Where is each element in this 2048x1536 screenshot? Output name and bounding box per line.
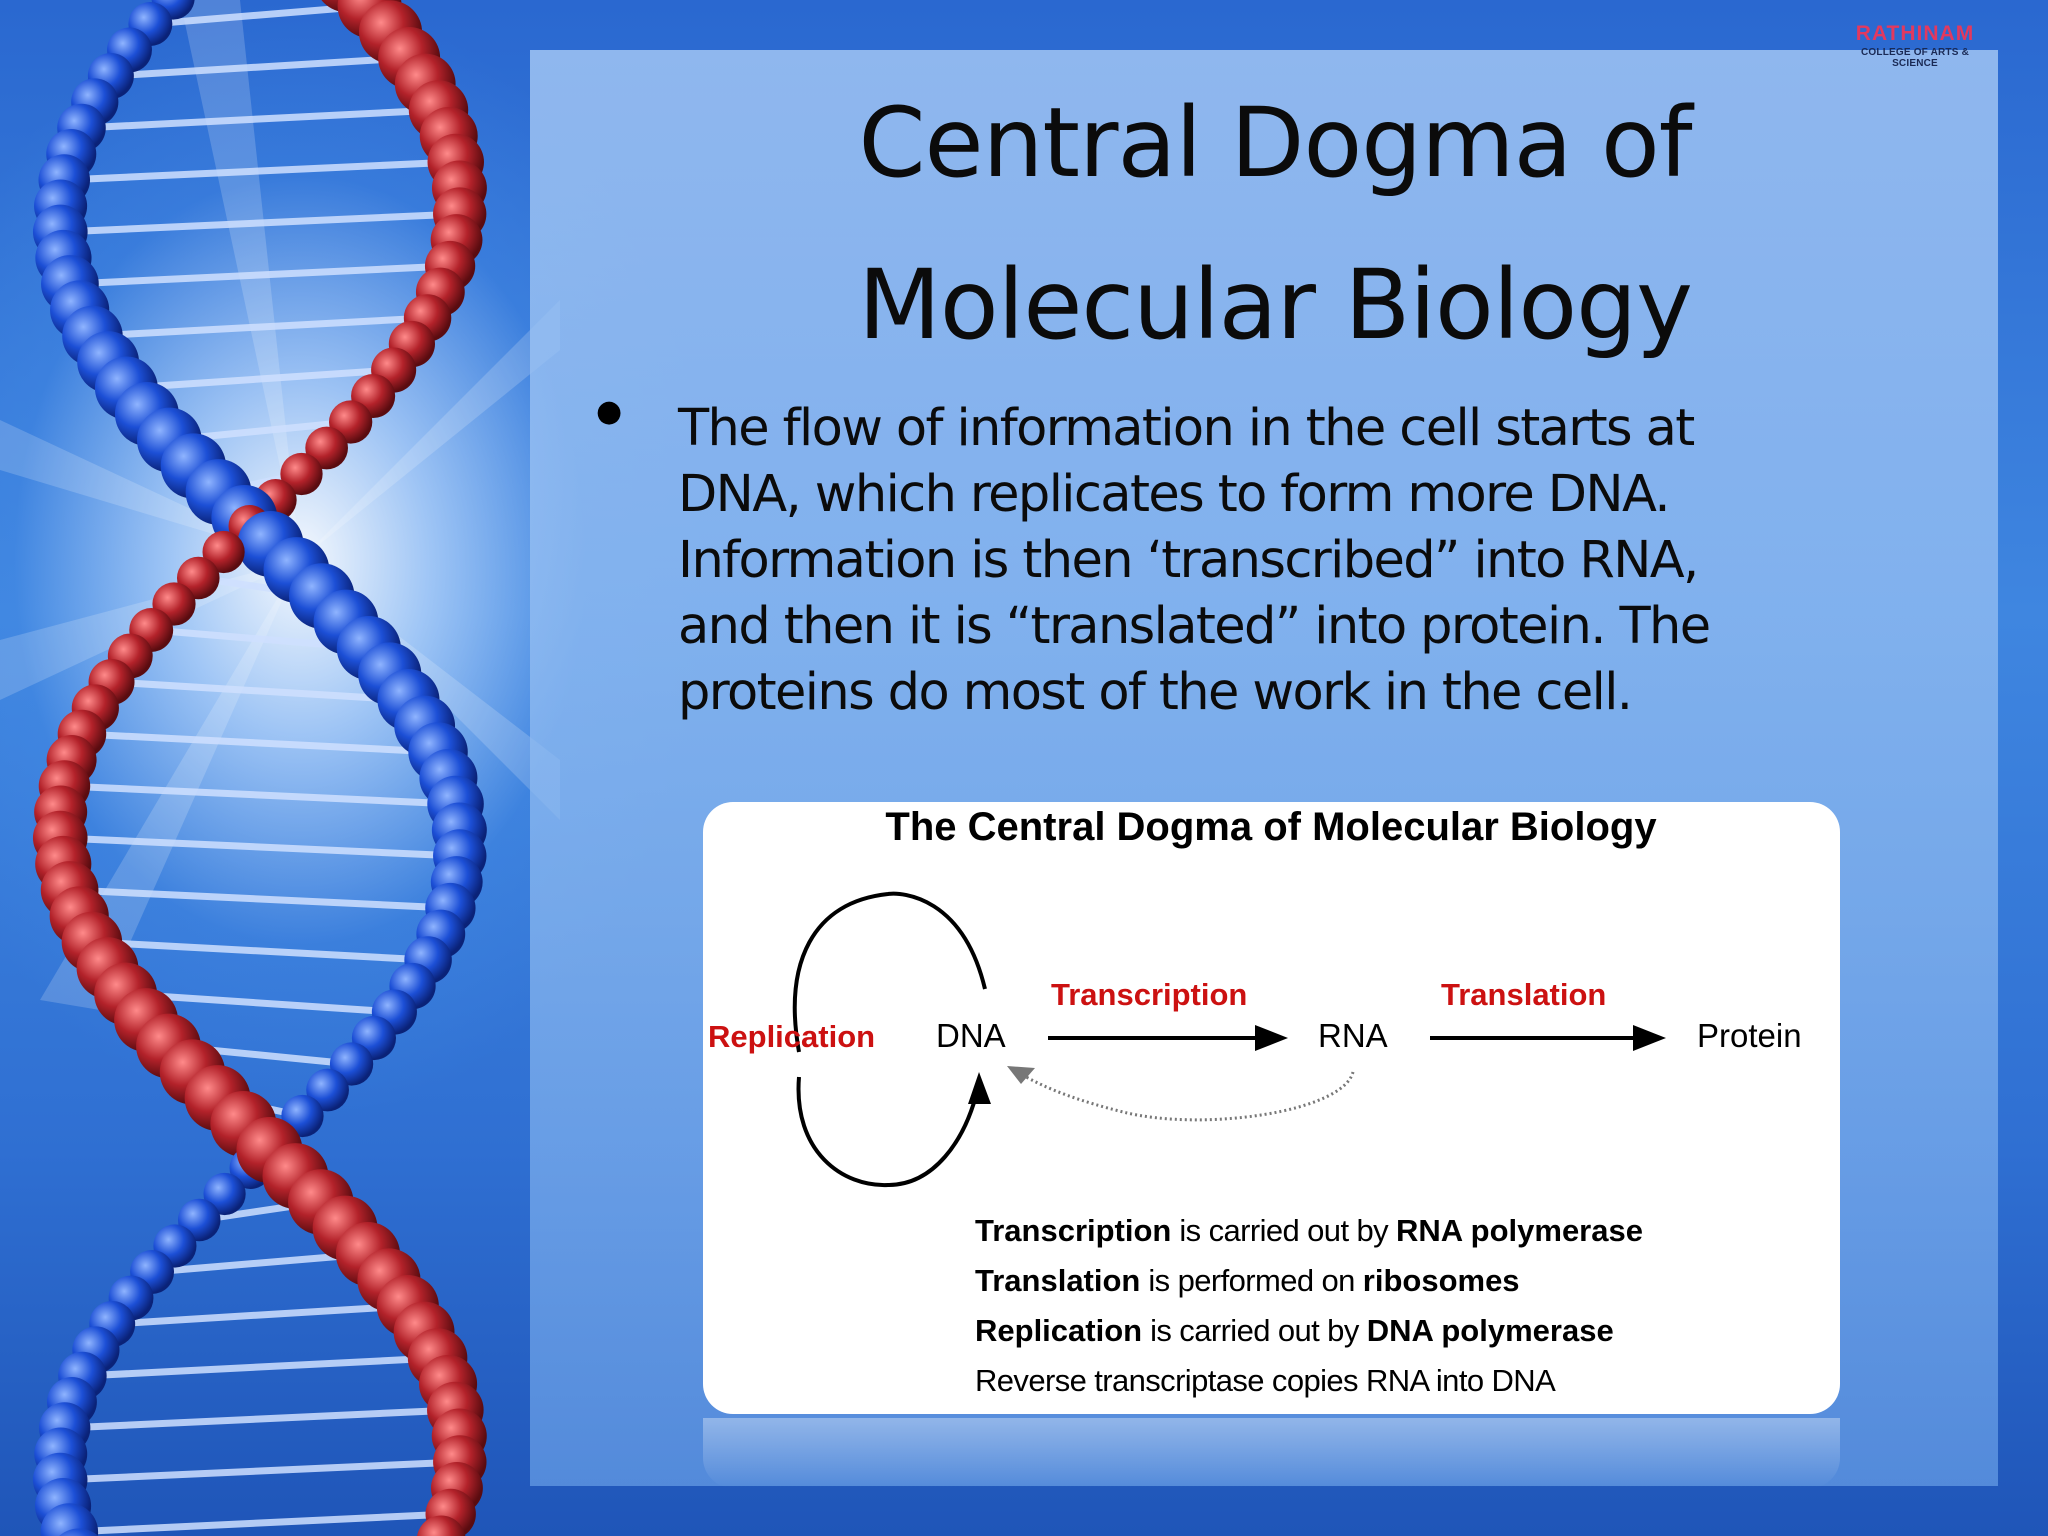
slide-title: Central Dogma of Molecular Biology bbox=[700, 62, 1850, 386]
dna-helix-image bbox=[32, 0, 487, 1536]
transcription-arrowhead-icon bbox=[1255, 1025, 1288, 1051]
helix-bead bbox=[203, 1172, 246, 1216]
helix-rung bbox=[91, 938, 429, 964]
transcription-label: Transcription bbox=[1051, 977, 1247, 1012]
helix-rung bbox=[64, 782, 456, 808]
helix-rung bbox=[60, 210, 460, 236]
title-line: Molecular Biology bbox=[858, 249, 1693, 361]
helix-rung bbox=[125, 990, 395, 1016]
helix-rung bbox=[126, 366, 394, 392]
helix-bead bbox=[59, 1528, 99, 1536]
helix-rung bbox=[110, 54, 410, 80]
bullet-text: The flow of information in the cell star… bbox=[678, 396, 1978, 726]
helix-rung bbox=[69, 262, 451, 288]
helix-rung bbox=[69, 886, 451, 912]
reverse-arrowhead-icon bbox=[1007, 1066, 1035, 1084]
helix-rung bbox=[82, 1354, 438, 1380]
translation-arrowhead-icon bbox=[1633, 1025, 1666, 1051]
figure-notes: Transcription is carried out by RNA poly… bbox=[975, 1206, 1643, 1406]
logo-name: RATHINAM bbox=[1855, 22, 1975, 45]
bullet-line: proteins do most of the work in the cell… bbox=[678, 663, 1633, 722]
central-dogma-diagram: The Central Dogma of Molecular Biology R… bbox=[708, 805, 1802, 1188]
helix-rung bbox=[64, 158, 456, 184]
helix-bead bbox=[40, 1503, 99, 1536]
helix-bead bbox=[417, 1515, 466, 1536]
replication-loop bbox=[792, 891, 987, 1188]
bullet-line: DNA, which replicates to form more DNA. bbox=[678, 465, 1671, 524]
replication-arrow-icon bbox=[968, 1072, 991, 1104]
rna-node: RNA bbox=[1318, 1017, 1388, 1054]
figure-reflection bbox=[703, 1418, 1840, 1488]
helix-bead bbox=[202, 530, 245, 574]
bullet-line: Information is then ‘transcribed” into R… bbox=[678, 531, 1699, 590]
helix-bead bbox=[280, 452, 323, 496]
title-line: Central Dogma of bbox=[858, 87, 1692, 199]
reverse-transcription-arrow bbox=[1020, 1071, 1355, 1122]
helix-rung bbox=[92, 314, 428, 340]
note-line: Replication is carried out by DNA polyme… bbox=[975, 1313, 1614, 1348]
college-logo: RATHINAM COLLEGE OF ARTS & SCIENCE bbox=[1840, 22, 1990, 69]
bullet-icon: ● bbox=[596, 394, 623, 429]
figure-card bbox=[703, 802, 1840, 1414]
translation-label: Translation bbox=[1441, 977, 1606, 1012]
helix-rung bbox=[81, 106, 439, 132]
dna-node: DNA bbox=[936, 1017, 1006, 1054]
protein-node: Protein bbox=[1697, 1017, 1802, 1054]
helix-rung bbox=[60, 834, 460, 860]
bullet-line: The flow of information in the cell star… bbox=[678, 399, 1695, 458]
note-line: Translation is performed on ribosomes bbox=[975, 1263, 1520, 1298]
logo-subtitle: COLLEGE OF ARTS & SCIENCE bbox=[1860, 47, 1970, 69]
helix-rung bbox=[64, 1406, 456, 1432]
helix-rung bbox=[81, 730, 439, 756]
helix-rung bbox=[112, 1302, 408, 1328]
helix-rung bbox=[111, 678, 409, 704]
helix-rung bbox=[69, 1510, 451, 1536]
note-line: Transcription is carried out by RNA poly… bbox=[975, 1213, 1643, 1248]
note-line: Reverse transcriptase copies RNA into DN… bbox=[975, 1363, 1556, 1398]
helix-rung bbox=[60, 1458, 460, 1484]
bullet-line: and then it is “translated” into protein… bbox=[678, 597, 1711, 656]
figure-title: The Central Dogma of Molecular Biology bbox=[885, 805, 1657, 849]
replication-label: Replication bbox=[708, 1019, 875, 1054]
